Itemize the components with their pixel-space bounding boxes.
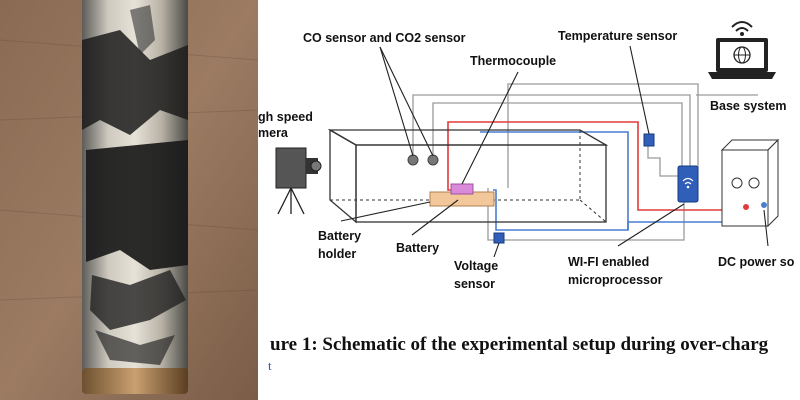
co-sensor	[407, 154, 419, 166]
camera-icon	[275, 147, 322, 215]
label-leaders	[340, 45, 769, 258]
label-dc-power-source: DC power so	[718, 255, 795, 269]
laptop-icon	[708, 38, 776, 79]
co2-sensor	[427, 154, 439, 166]
voltage-sensor-shape	[493, 232, 505, 244]
label-voltage-sensor-line1: Voltage	[454, 259, 498, 273]
experimental-setup-diagram: CO sensor and CO2 sensor Temperature sen…	[258, 0, 800, 330]
label-temperature-sensor: Temperature sensor	[558, 29, 677, 43]
temperature-sensor-shape	[643, 133, 655, 147]
label-microprocessor-line1: WI-FI enabled	[568, 255, 649, 269]
wifi-icon	[682, 177, 694, 185]
label-battery-holder-line1: Battery	[318, 229, 361, 243]
test-chamber	[327, 128, 609, 224]
label-camera-line2: mera	[258, 126, 289, 140]
battery-photo	[0, 0, 258, 400]
label-co-sensor: CO sensor and CO2 sensor	[303, 31, 466, 45]
figure-caption: ure 1: Schematic of the experimental set…	[270, 334, 769, 355]
label-base-system: Base system	[710, 99, 786, 113]
gray-wires	[412, 83, 758, 241]
caption-tail: t	[268, 358, 272, 373]
label-microprocessor-line2: microprocessor	[568, 273, 663, 287]
wifi-icon	[731, 21, 753, 32]
label-camera-line1: gh speed	[258, 110, 313, 124]
battery-shape	[450, 183, 474, 195]
label-thermocouple: Thermocouple	[470, 54, 556, 68]
label-battery: Battery	[396, 241, 439, 255]
label-battery-holder-line2: holder	[318, 247, 356, 261]
dc-power-supply-icon	[720, 138, 780, 228]
microprocessor-shape	[677, 165, 699, 203]
blue-wire	[480, 131, 629, 231]
label-voltage-sensor-line2: sensor	[454, 277, 495, 291]
